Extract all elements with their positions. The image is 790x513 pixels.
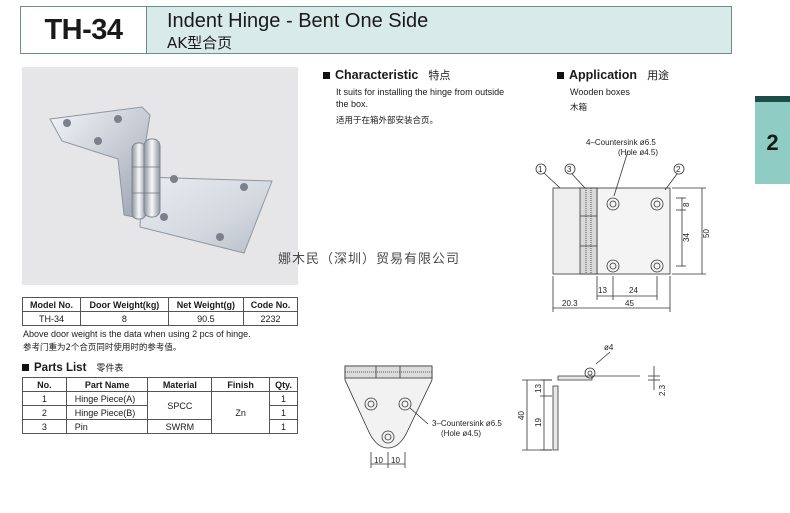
dim-10-right: 10 (391, 456, 400, 465)
spec-col-door-weight: Door Weight(kg) (79, 297, 169, 312)
bullet-square-icon (22, 364, 29, 371)
callout-2: 2 (676, 165, 681, 174)
part-no: 3 (22, 419, 67, 434)
section-tab[interactable]: 2 (755, 96, 790, 184)
dim-13: 13 (598, 286, 607, 295)
dim-8: 8 (682, 202, 691, 207)
parts-list-title: Parts List (34, 361, 87, 374)
dim-40: 40 (517, 411, 526, 420)
spec-door-weight: 8 (79, 311, 169, 326)
hinge-photo-illustration (49, 106, 273, 254)
spec-row: TH-34 8 90.5 2232 (22, 311, 299, 326)
dim-10-left: 10 (374, 456, 383, 465)
spec-header-row: Model No. Door Weight(kg) Net Weight(g) … (22, 297, 299, 312)
part-material: SWRM (147, 419, 213, 434)
part-no: 1 (22, 391, 67, 406)
model-number: TH-34 (21, 7, 147, 53)
dim-phi4: ø4 (604, 343, 614, 352)
part-qty: 1 (268, 419, 299, 434)
part-name: Hinge Piece(B) (65, 405, 149, 420)
characteristic-heading: Characteristic 特点 (323, 67, 450, 83)
part-finish: Zn (211, 391, 270, 434)
callout-3: 3 (567, 165, 572, 174)
dim-50: 50 (702, 229, 711, 238)
watermark-text: 娜木民（深圳）贸易有限公司 (278, 252, 461, 267)
dim-45: 45 (625, 299, 634, 308)
part-no: 2 (22, 405, 67, 420)
parts-col-material: Material (147, 377, 213, 392)
countersink-bottom-label: 3–Countersink ø6.5 (432, 419, 502, 428)
spec-col-code: Code No. (242, 297, 299, 312)
table-row: 3 Pin SWRM 1 (22, 419, 299, 434)
product-photo (22, 67, 298, 285)
countersink-top-label: 4–Countersink ø6.5 (586, 138, 656, 147)
callout-1: 1 (538, 165, 543, 174)
characteristic-title-cn: 特点 (428, 69, 451, 82)
parts-table: No. Part Name Material Finish Qty. 1 Hin… (22, 377, 299, 434)
parts-col-no: No. (22, 377, 67, 392)
spec-col-net-weight: Net Weight(g) (167, 297, 244, 312)
characteristic-line2: the box. (336, 99, 369, 109)
application-title: Application (569, 68, 638, 82)
dim-2-3: 2.3 (658, 384, 667, 396)
characteristic-title: Characteristic (335, 68, 419, 82)
product-header: TH-34 Indent Hinge - Bent One Side AK型合页 (20, 6, 732, 54)
application-text-cn: 木箱 (570, 103, 588, 113)
part-material: SPCC (147, 391, 213, 420)
spec-model: TH-34 (22, 311, 81, 326)
characteristic-line1: It suits for installing the hinge from o… (336, 87, 505, 97)
door-weight-note: Above door weight is the data when using… (23, 329, 251, 339)
product-title: Indent Hinge - Bent One Side (167, 10, 429, 32)
dim-34: 34 (682, 233, 691, 242)
part-name: Pin (65, 419, 149, 434)
spec-net-weight: 90.5 (167, 311, 244, 326)
bullet-square-icon (557, 71, 564, 79)
parts-list-heading: Parts List 零件表 (22, 361, 123, 374)
dim-19: 19 (534, 418, 543, 427)
part-qty: 1 (268, 405, 299, 420)
dim-13-side: 13 (534, 384, 543, 393)
spec-code: 2232 (242, 311, 299, 326)
characteristic-cn: 适用于在箱外部安装合页。 (336, 116, 439, 126)
dim-24: 24 (629, 286, 638, 295)
hole-top-label: (Hole ø4.5) (618, 148, 658, 157)
product-subtitle: AK型合页 (167, 34, 233, 52)
parts-col-finish: Finish (211, 377, 270, 392)
dim-20-3: 20.3 (562, 299, 578, 308)
parts-col-name: Part Name (65, 377, 149, 392)
spec-col-model: Model No. (22, 297, 81, 312)
spec-table: Model No. Door Weight(kg) Net Weight(g) … (22, 297, 299, 326)
application-heading: Application 用途 (557, 67, 669, 83)
bullet-square-icon (323, 71, 330, 79)
hole-bottom-label: (Hole ø4.5) (441, 429, 481, 438)
parts-list-title-cn: 零件表 (96, 364, 124, 374)
door-weight-note-cn: 参考门重为2个合页同时使用时的参考值。 (23, 343, 182, 353)
part-qty: 1 (268, 391, 299, 406)
application-text: Wooden boxes (570, 87, 630, 97)
part-name: Hinge Piece(A) (65, 391, 149, 406)
parts-col-qty: Qty. (268, 377, 299, 392)
parts-header-row: No. Part Name Material Finish Qty. (22, 377, 299, 392)
application-title-cn: 用途 (647, 69, 670, 82)
table-row: 1 Hinge Piece(A) SPCC Zn 1 (22, 391, 299, 434)
